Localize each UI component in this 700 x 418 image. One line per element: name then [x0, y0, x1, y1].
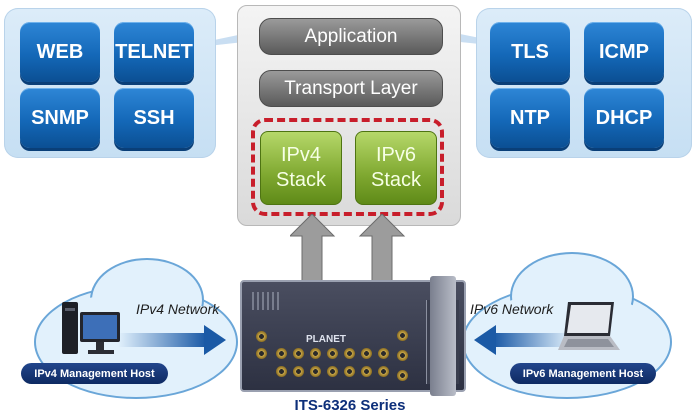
device-port	[397, 350, 408, 361]
device-port	[344, 366, 355, 377]
ipv4-network-label: IPv4 Network	[136, 301, 220, 317]
device-port	[344, 348, 355, 359]
device-port	[361, 348, 372, 359]
ipv4-stack-line1: IPv4	[280, 144, 322, 166]
device-brand-logo: PLANET	[306, 334, 346, 345]
protocol-snmp-button: SNMP	[20, 88, 100, 148]
device-port	[378, 366, 389, 377]
protocol-ntp-button: NTP	[490, 88, 570, 148]
protocol-ssh-button: SSH	[114, 88, 194, 148]
device-port	[293, 348, 304, 359]
device-port	[327, 348, 338, 359]
ipv6-network-label: IPv6 Network	[470, 301, 554, 317]
device-mount-bracket	[430, 276, 456, 396]
protocol-icmp-button: ICMP	[584, 22, 664, 82]
ipv6-host-label: IPv6 Management Host	[510, 363, 656, 384]
device-port	[310, 348, 321, 359]
ipv4-flow-arrow-icon	[118, 325, 226, 355]
device-port	[327, 366, 338, 377]
device-port	[310, 366, 321, 377]
device-port	[256, 331, 267, 342]
device-port	[361, 366, 372, 377]
device-port	[276, 348, 287, 359]
laptop-icon	[558, 302, 620, 350]
ipv4-host-label: IPv4 Management Host	[21, 363, 168, 384]
desktop-computer-icon	[62, 302, 120, 354]
device-vent	[252, 292, 282, 310]
ipv4-stack-line2: Stack	[275, 169, 327, 191]
ipv6-stack-line2: Stack	[370, 169, 422, 191]
device-port	[378, 348, 389, 359]
transport-layer: Transport Layer	[259, 70, 443, 107]
ipv6-flow-arrow-icon	[474, 325, 572, 355]
application-layer: Application	[259, 18, 443, 55]
device-port	[276, 366, 287, 377]
dual-stack-outline	[251, 118, 444, 216]
protocol-tls-button: TLS	[490, 22, 570, 82]
protocol-telnet-button: TELNET	[114, 22, 194, 82]
ipv4-stack: IPv4 Stack	[260, 131, 342, 205]
device-port	[256, 348, 267, 359]
device-port	[293, 366, 304, 377]
ipv6-stack: IPv6 Stack	[355, 131, 437, 205]
protocol-dhcp-button: DHCP	[584, 88, 664, 148]
device-port	[397, 330, 408, 341]
device-series-caption: ITS-6326 Series	[294, 397, 406, 414]
ipv6-stack-line1: IPv6	[375, 144, 417, 166]
protocol-web-button: WEB	[20, 22, 100, 82]
device-port	[397, 370, 408, 381]
